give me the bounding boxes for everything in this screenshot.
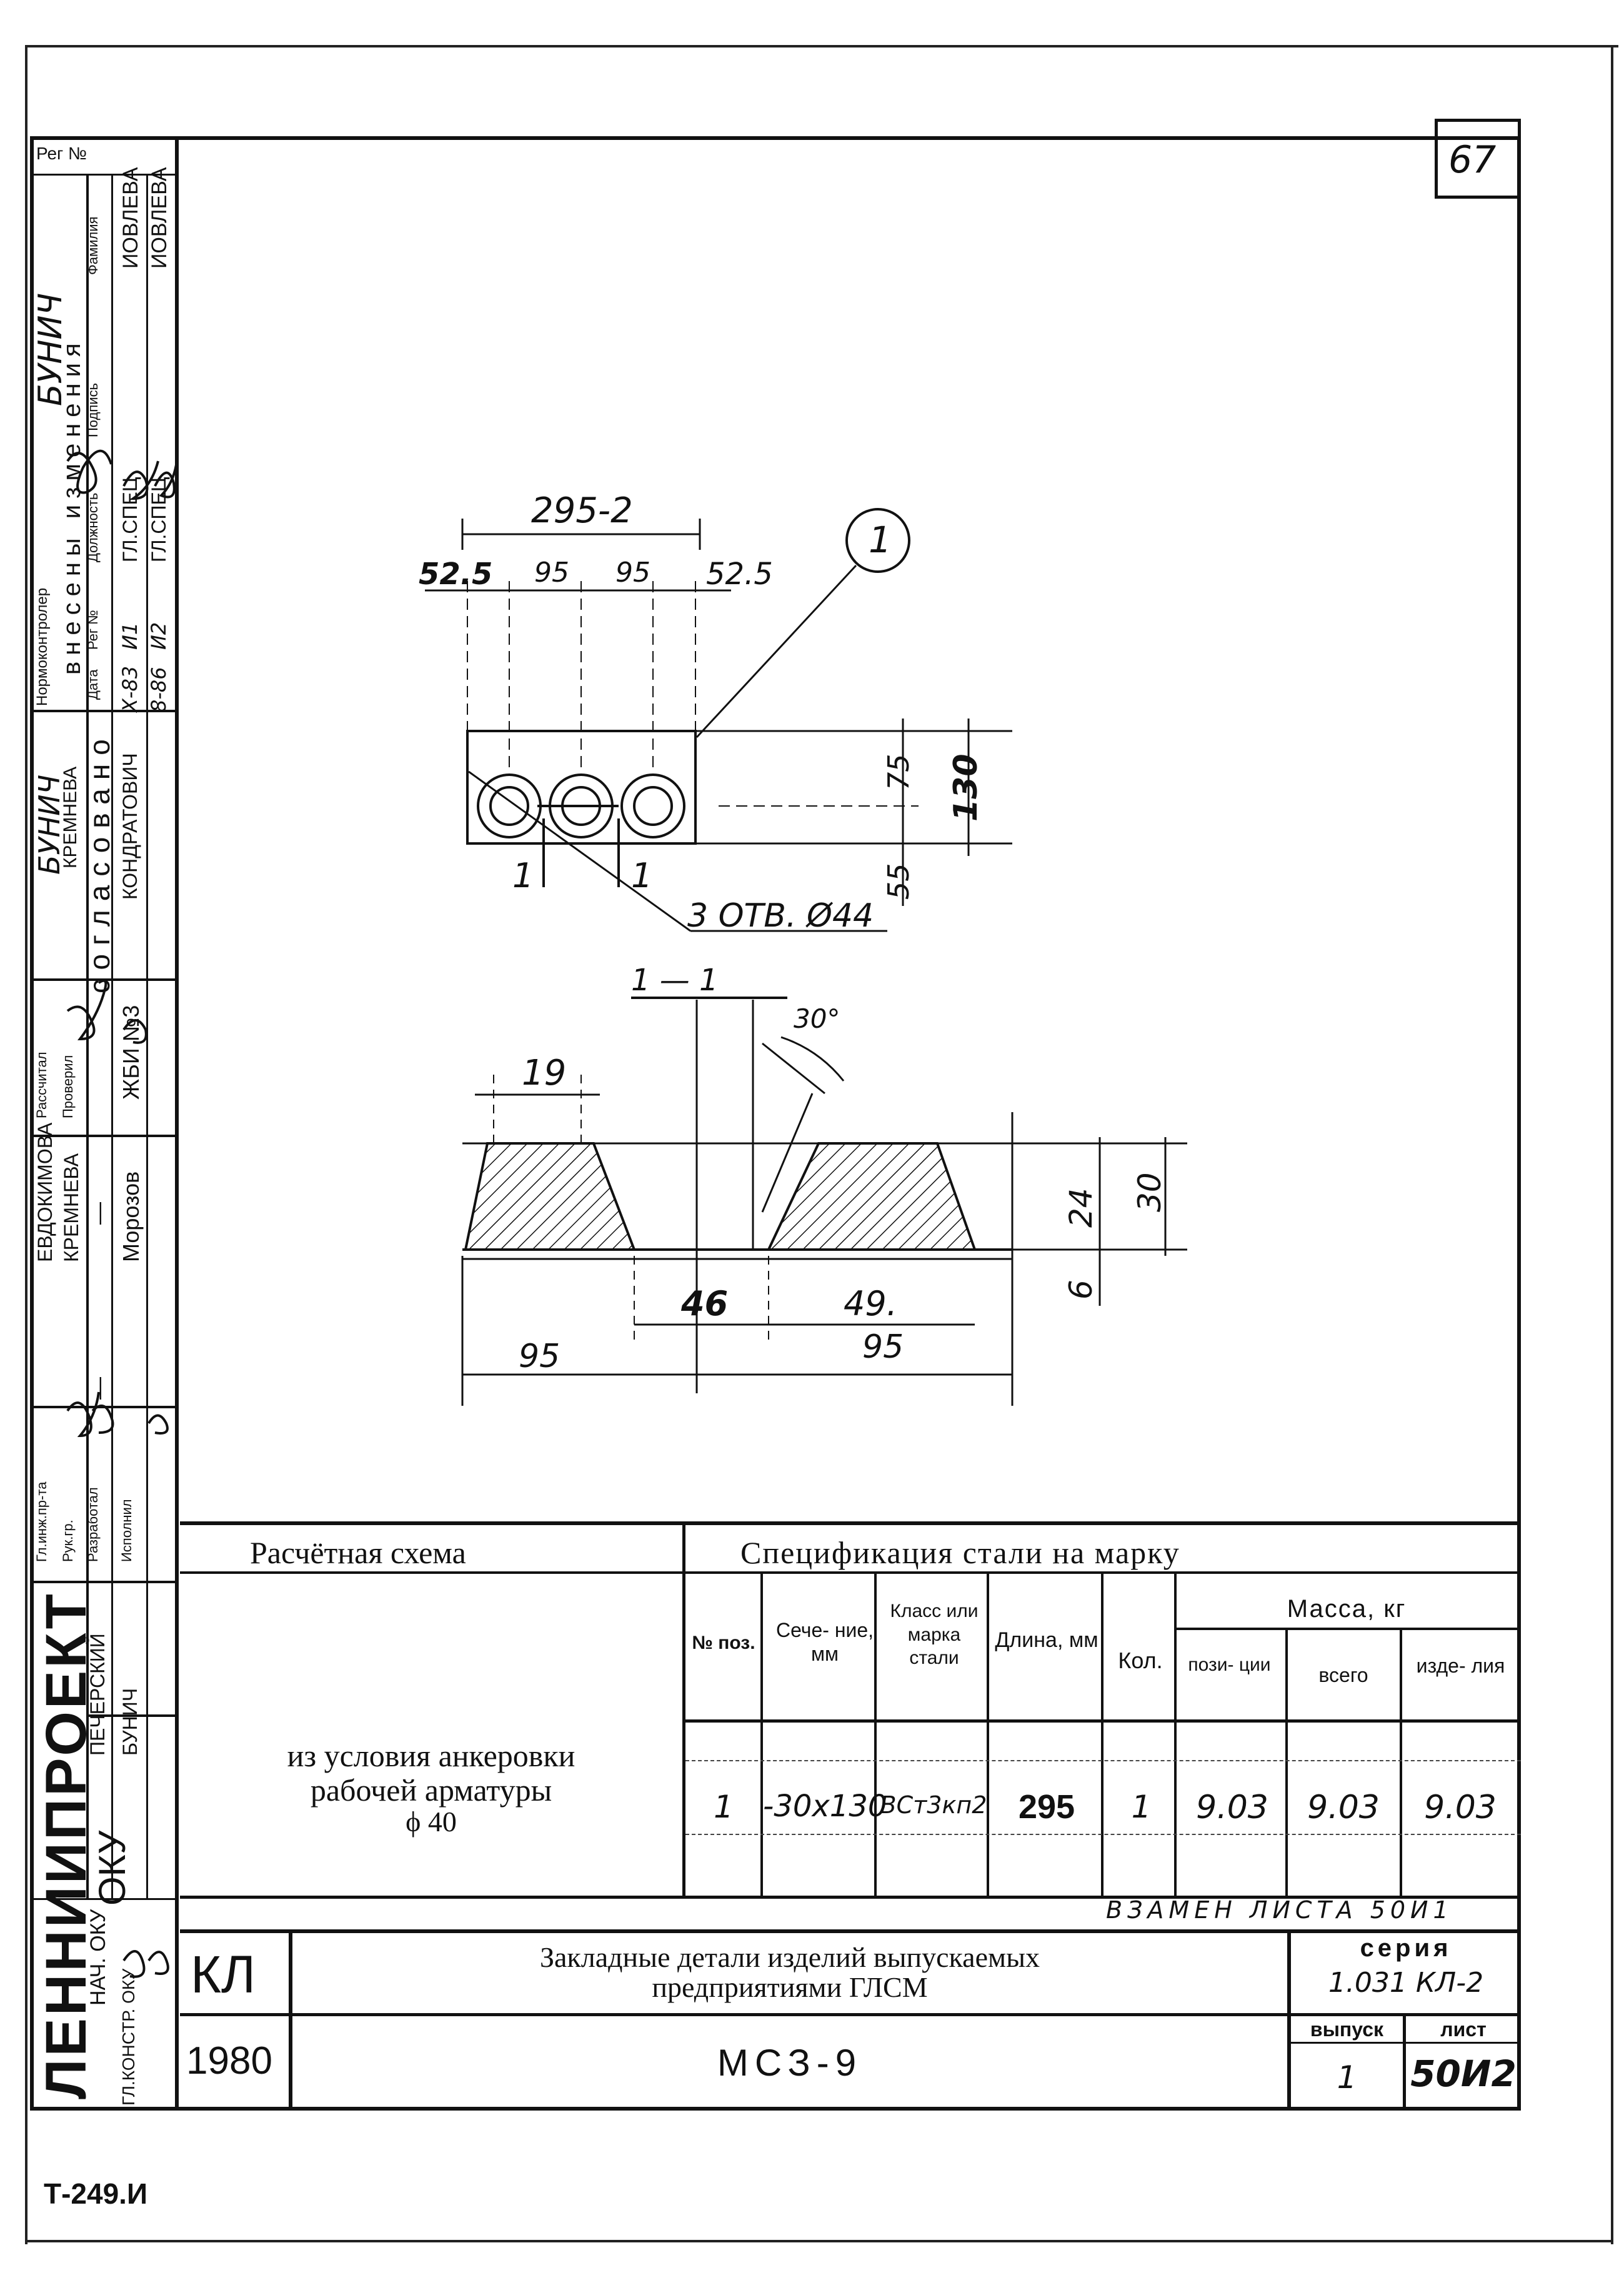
dim-75: 75 xyxy=(882,754,915,790)
dim-95-left: 95 xyxy=(519,1338,560,1375)
angle-label: 30° xyxy=(794,1003,840,1034)
holes-note: 3 ОТВ. Ø44 xyxy=(687,897,874,935)
technical-drawing xyxy=(425,508,1187,1406)
scheme-divider xyxy=(682,1521,685,1896)
replaces-line xyxy=(180,1896,1521,1899)
cell-mass-total: 9.03 xyxy=(1307,1789,1380,1826)
title-block-div2 xyxy=(1287,1929,1291,2111)
mark-label: МСЗ-9 xyxy=(717,2042,863,2084)
cut-left: 1 xyxy=(512,856,534,895)
spec-title: Спецификация стали на марку xyxy=(740,1535,1180,1570)
dim-95-right: 95 xyxy=(862,1328,904,1366)
scheme-line1: из условия анкеровки xyxy=(287,1738,575,1773)
hdr-length: Длина, мм xyxy=(995,1628,1098,1652)
outer-trim-bottom xyxy=(25,2240,1613,2242)
weld-left xyxy=(464,1142,636,1251)
title-line1: Закладные детали изделий выпускаемых xyxy=(539,1941,1040,1973)
title-block-div3 xyxy=(1403,2013,1406,2111)
spec-table xyxy=(685,1573,1521,1896)
cell-length: 295 xyxy=(1018,1788,1075,1826)
title-block-div4 xyxy=(1287,2042,1521,2044)
issue-label: выпуск xyxy=(1310,2018,1384,2041)
cell-pos: 1 xyxy=(714,1789,734,1825)
dim-b: 95 xyxy=(534,557,569,589)
dim-24: 24 xyxy=(1063,1188,1099,1228)
series-label: серия xyxy=(1360,1934,1452,1962)
cut-right: 1 xyxy=(631,856,653,895)
hdr-class: Класс или марка стали xyxy=(890,1601,979,1668)
year-label: 1980 xyxy=(186,2039,272,2082)
series-value: 1.031 КЛ-2 xyxy=(1328,1967,1484,1999)
outer-trim-top xyxy=(25,45,1618,47)
cell-section: -30x130 xyxy=(763,1789,887,1824)
dim-30: 30 xyxy=(1132,1172,1168,1212)
hdr-mass-item: изде- лия xyxy=(1416,1654,1505,1677)
hdr-mass-pos: пози- ции xyxy=(1188,1654,1271,1675)
dim-total: 295-2 xyxy=(531,490,633,531)
scheme-line3: ϕ 40 xyxy=(406,1806,457,1838)
weld-right xyxy=(766,1142,977,1251)
dim-19: 19 xyxy=(522,1053,567,1093)
title-block-mid xyxy=(180,2013,1521,2016)
section-label: 1 — 1 xyxy=(631,963,719,998)
title-block-top xyxy=(180,1929,1521,1933)
hdr-pos: № поз. xyxy=(692,1633,755,1653)
dim-a: 52.5 xyxy=(419,557,493,592)
dim-130: 130 xyxy=(947,754,985,822)
sheet-frame xyxy=(30,136,1521,2111)
dim-49: 49. xyxy=(844,1284,897,1323)
dim-6: 6 xyxy=(1063,1280,1099,1300)
bottom-code: Т-249.И xyxy=(44,2177,148,2210)
scheme-line2: рабочей арматуры xyxy=(310,1773,552,1808)
signature-marks xyxy=(66,449,178,1978)
kl-label: КЛ xyxy=(191,1945,256,2004)
dim-c: 95 xyxy=(615,557,650,589)
spec-title-bottom xyxy=(180,1571,1521,1574)
callout-number: 1 xyxy=(869,519,892,561)
title-block-div1 xyxy=(289,1929,292,2111)
outer-trim-left xyxy=(25,45,27,2244)
reg-number-label: Рег № xyxy=(36,144,87,163)
sheet-value: 50И2 xyxy=(1410,2052,1517,2095)
hdr-mass-total: всего xyxy=(1318,1664,1368,1686)
sheet-number: 67 xyxy=(1448,138,1497,182)
hdr-section: Сече- ние, мм xyxy=(775,1619,874,1666)
cell-mass-pos: 9.03 xyxy=(1196,1789,1268,1826)
title-line2: предприятиями ГЛСМ xyxy=(652,1971,928,2003)
dim-d: 52.5 xyxy=(706,557,773,592)
sheet-number-box xyxy=(1435,119,1521,199)
dim-55: 55 xyxy=(882,863,915,900)
cell-class: ВСт3кп2 xyxy=(880,1791,987,1819)
cell-qty: 1 xyxy=(1131,1789,1152,1825)
issue-value: 1 xyxy=(1337,2059,1357,2096)
outer-trim-right xyxy=(1611,45,1613,2244)
sheet-label: лист xyxy=(1440,2018,1487,2041)
dim-46: 46 xyxy=(681,1284,729,1323)
cell-mass-item: 9.03 xyxy=(1424,1789,1497,1826)
spec-top-border xyxy=(180,1521,1521,1525)
hdr-mass: Масса, кг xyxy=(1287,1595,1407,1623)
scheme-title: Расчётная схема xyxy=(250,1535,466,1570)
hdr-qty: Кол. xyxy=(1118,1648,1163,1673)
replaces-note: ВЗАМЕН ЛИСТА 50И1 xyxy=(1106,1896,1453,1924)
